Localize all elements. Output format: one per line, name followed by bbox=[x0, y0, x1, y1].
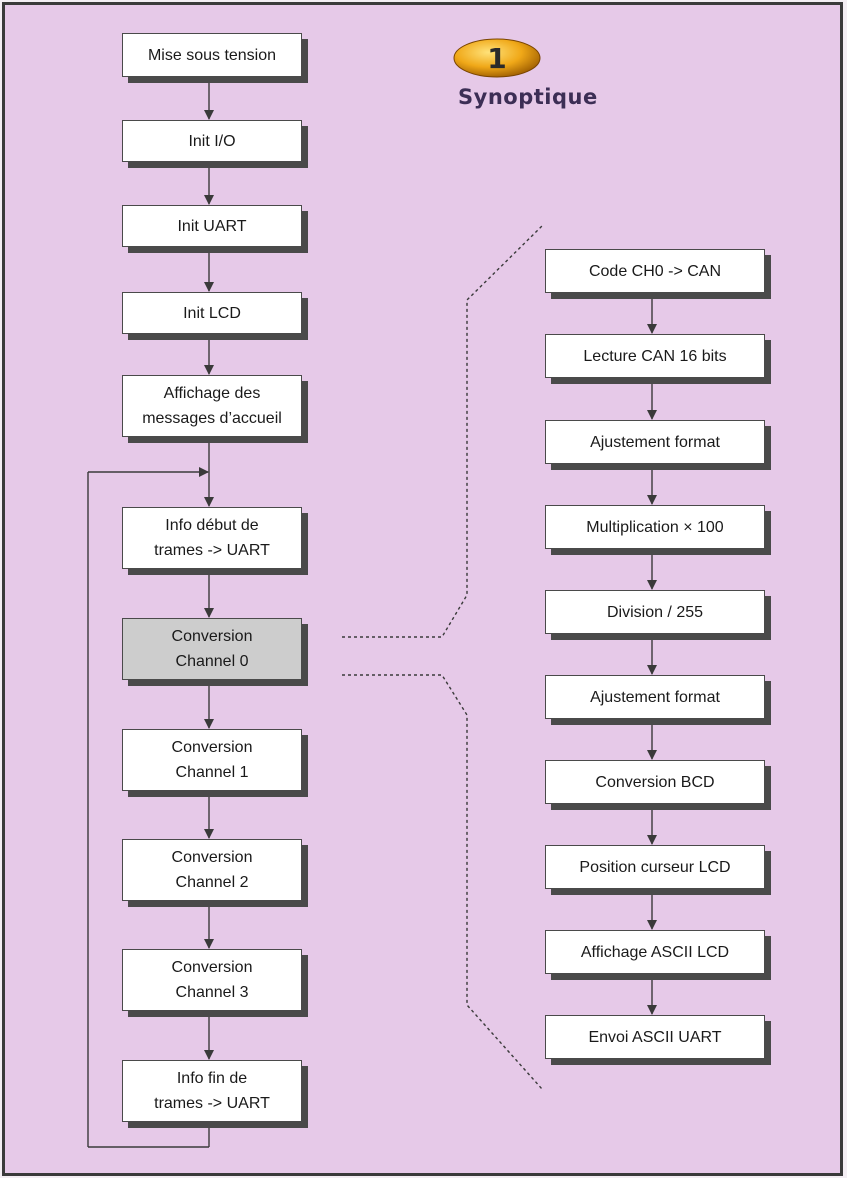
flow-box-division: Division / 255 bbox=[545, 590, 765, 634]
flow-box-position-curseur: Position curseur LCD bbox=[545, 845, 765, 889]
flow-box-conversion-channel-2: Conversion Channel 2 bbox=[122, 839, 302, 901]
badge-number-icon: 1 bbox=[452, 37, 542, 79]
flow-box-envoi-ascii-uart: Envoi ASCII UART bbox=[545, 1015, 765, 1059]
badge-number: 1 bbox=[487, 42, 506, 75]
flow-box-conversion-channel-3: Conversion Channel 3 bbox=[122, 949, 302, 1011]
flow-box-info-debut-trames: Info début de trames -> UART bbox=[122, 507, 302, 569]
flow-box-ajustement-format-1: Ajustement format bbox=[545, 420, 765, 464]
flow-box-conversion-channel-0: Conversion Channel 0 bbox=[122, 618, 302, 680]
flow-connectors bbox=[87, 77, 657, 1148]
expansion-line-top bbox=[342, 225, 543, 638]
flow-box-conversion-channel-1: Conversion Channel 1 bbox=[122, 729, 302, 791]
flow-box-init-lcd: Init LCD bbox=[122, 292, 302, 334]
flow-box-ajustement-format-2: Ajustement format bbox=[545, 675, 765, 719]
flow-box-multiplication: Multiplication × 100 bbox=[545, 505, 765, 549]
flow-box-init-uart: Init UART bbox=[122, 205, 302, 247]
flow-box-code-ch0-can: Code CH0 -> CAN bbox=[545, 249, 765, 293]
flow-box-affichage-messages: Affichage des messages d’accueil bbox=[122, 375, 302, 437]
flow-box-init-io: Init I/O bbox=[122, 120, 302, 162]
flow-box-lecture-can: Lecture CAN 16 bits bbox=[545, 334, 765, 378]
flow-box-conversion-bcd: Conversion BCD bbox=[545, 760, 765, 804]
diagram-title: Synoptique bbox=[458, 85, 598, 109]
flow-box-mise-sous-tension: Mise sous tension bbox=[122, 33, 302, 77]
expansion-line-bottom bbox=[342, 674, 543, 1090]
flow-box-info-fin-trames: Info fin de trames -> UART bbox=[122, 1060, 302, 1122]
flow-box-affichage-ascii-lcd: Affichage ASCII LCD bbox=[545, 930, 765, 974]
